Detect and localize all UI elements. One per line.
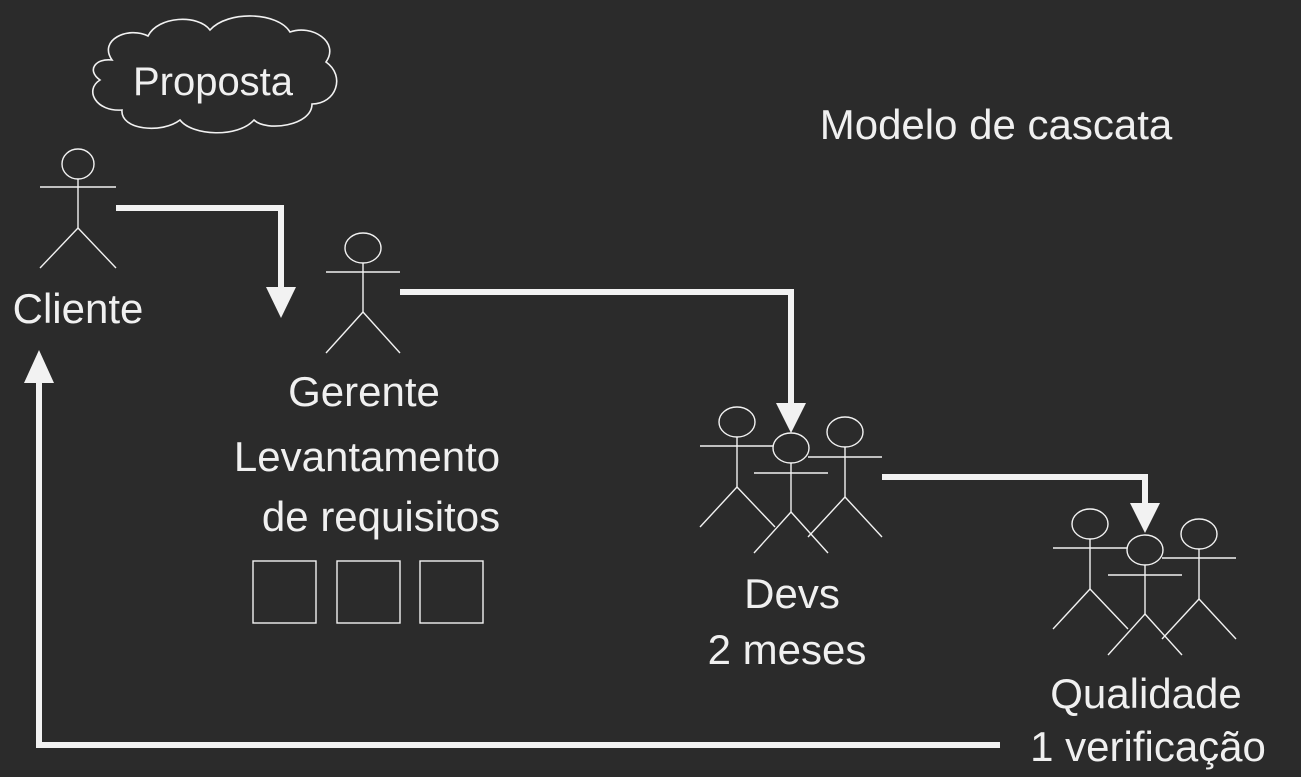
arrow-devs-to-qualidade — [882, 474, 1160, 533]
arrow-qualidade-to-cliente — [24, 350, 1000, 748]
gerente-stick-figure-icon — [325, 232, 401, 354]
requirement-box-1 — [252, 560, 317, 624]
devs-stick-figure-group-icon — [699, 406, 883, 554]
gerente-label: Gerente — [288, 368, 440, 415]
devs-label: Devs — [744, 570, 840, 617]
arrow-gerente-to-devs — [400, 289, 806, 433]
requirement-box-2 — [336, 560, 401, 624]
gerente-line2-label: Levantamento — [233, 433, 501, 480]
cloud-label: Proposta — [132, 60, 294, 104]
gerente-line3-label: de requisitos — [261, 493, 501, 540]
requirement-box-3 — [419, 560, 484, 624]
cliente-label: Cliente — [12, 285, 144, 332]
qualidade-stick-figure-group-icon — [1052, 508, 1237, 656]
cliente-stick-figure-icon — [39, 148, 117, 269]
arrow-cliente-to-gerente — [116, 205, 296, 318]
proposta-cloud-shape — [92, 15, 338, 134]
qualidade-line2-label: 1 verificação — [1030, 723, 1266, 770]
qualidade-label: Qualidade — [1050, 670, 1242, 717]
diagram-title: Modelo de cascata — [819, 101, 1173, 148]
devs-line2-label: 2 meses — [707, 626, 867, 673]
